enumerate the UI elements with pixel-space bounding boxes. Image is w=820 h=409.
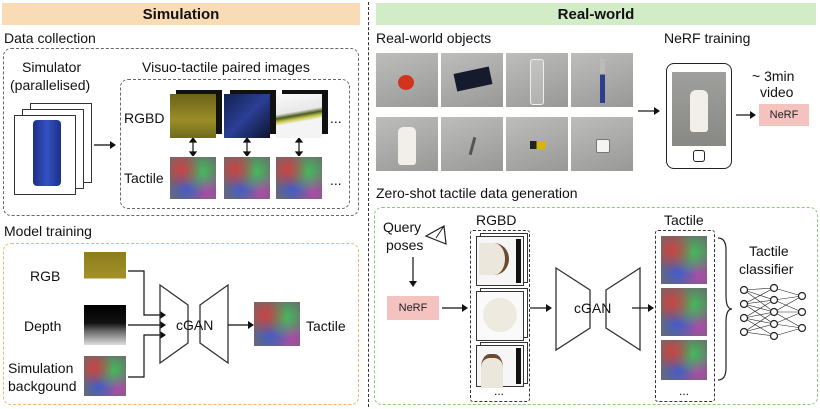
tactile-column-ellipsis: ... <box>679 384 690 398</box>
zero-shot-rgbd-label: RGBD <box>476 212 517 228</box>
rgbd-column-ellipsis: ... <box>494 384 505 398</box>
phone-to-nerf-arrow <box>736 111 756 119</box>
sim-background-image <box>84 356 126 396</box>
visuo-tactile-title: Visuo-tactile paired images <box>142 59 310 75</box>
query-poses-label-line2: poses <box>386 237 424 253</box>
sim-cgan-label: cGAN <box>176 317 214 333</box>
generated-tactile-3 <box>661 340 707 380</box>
zero-shot-rgbd-column <box>470 230 530 402</box>
query-poses-label-line1: Query <box>383 219 422 235</box>
data-collection-box <box>3 48 359 216</box>
rgb-input-image <box>84 252 126 290</box>
zero-shot-nerf-label: NeRF <box>398 302 428 314</box>
generated-tactile-2 <box>661 288 707 336</box>
rgbd-row-label: RGBD <box>124 110 165 126</box>
real-object-apple <box>376 53 438 107</box>
nerf-to-rgbd-arrow <box>442 304 468 312</box>
depth-input-label: Depth <box>24 318 62 334</box>
arrow-simulator-to-pairs <box>94 141 116 149</box>
real-world-header: Real-world <box>376 3 816 25</box>
data-collection-title: Data collection <box>4 30 96 46</box>
objects-to-nerf-training-arrow <box>638 107 660 115</box>
sim-background-label-line2: backgound <box>8 378 77 394</box>
real-object-glass <box>506 53 568 107</box>
nerf-training-box: NeRF <box>759 104 809 126</box>
zero-shot-box <box>374 207 818 405</box>
phone-home-button <box>693 150 705 162</box>
sim-background-label-line1: Simulation <box>8 360 74 376</box>
simulated-can-image <box>33 120 61 186</box>
depth-input-image <box>84 305 126 345</box>
tactile-ellipsis: ... <box>330 172 342 188</box>
real-cgan-icon <box>555 266 641 352</box>
tactile-row-label: Tactile <box>124 170 164 186</box>
real-cgan-label: cGAN <box>574 300 612 316</box>
real-object-pen <box>571 53 633 107</box>
real-world-header-label: Real-world <box>557 5 635 23</box>
rgbd-ellipsis: ... <box>330 110 342 126</box>
simulator-page-front <box>14 115 76 195</box>
sim-tactile-output-label: Tactile <box>306 318 346 334</box>
camera-pose-icon <box>424 225 447 245</box>
real-object-bottle <box>376 117 438 171</box>
real-objects-title: Real-world objects <box>376 30 492 46</box>
nerf-training-box-label: NeRF <box>769 109 799 121</box>
tactile-classifier-label-line1: Tactile <box>749 243 789 259</box>
pair-arrows <box>188 138 304 156</box>
inputs-to-cgan-arrows <box>128 270 166 378</box>
phone-screen-image <box>672 72 726 146</box>
tactile-image-1 <box>170 157 216 199</box>
simulator-label-line2: (parallelised) <box>10 77 91 93</box>
simulator-label-line1: Simulator <box>22 59 82 75</box>
tactile-classifier-label-line2: classifier <box>739 261 794 277</box>
real-object-plug <box>571 117 633 171</box>
rgb-input-label: RGB <box>30 268 61 284</box>
phone-icon <box>666 63 732 169</box>
model-training-box <box>3 243 359 405</box>
sim-cgan-icon <box>159 283 229 365</box>
video-duration-line1: ~ 3min <box>752 68 795 84</box>
model-training-title: Model training <box>4 223 92 239</box>
zero-shot-title: Zero-shot tactile data generation <box>376 185 578 201</box>
rgbd-to-cgan-arrow <box>530 304 552 312</box>
tactile-image-3 <box>276 157 322 199</box>
zero-shot-tactile-label: Tactile <box>664 212 704 228</box>
panel-divider <box>368 2 369 407</box>
zero-shot-nerf-box: NeRF <box>387 296 439 320</box>
paired-images-box <box>120 79 350 209</box>
simulation-header: Simulation <box>2 3 360 25</box>
tactile-image-2 <box>224 157 270 199</box>
zero-shot-tactile-column <box>655 230 715 402</box>
generated-tactile-1 <box>661 236 707 284</box>
nerf-training-title: NeRF training <box>664 30 751 46</box>
cgan-to-tactile-column-arrow <box>632 304 654 312</box>
real-object-battery <box>506 117 568 171</box>
query-to-nerf-arrow <box>409 257 417 287</box>
real-object-small-tool <box>441 117 503 171</box>
simulation-header-label: Simulation <box>142 5 220 23</box>
neural-network-icon <box>739 283 807 341</box>
video-duration-line2: video <box>760 84 794 100</box>
cgan-to-tactile-arrow <box>228 321 254 329</box>
real-object-box <box>441 53 503 107</box>
sim-tactile-output-image <box>254 302 300 346</box>
classifier-bracket <box>717 237 732 381</box>
